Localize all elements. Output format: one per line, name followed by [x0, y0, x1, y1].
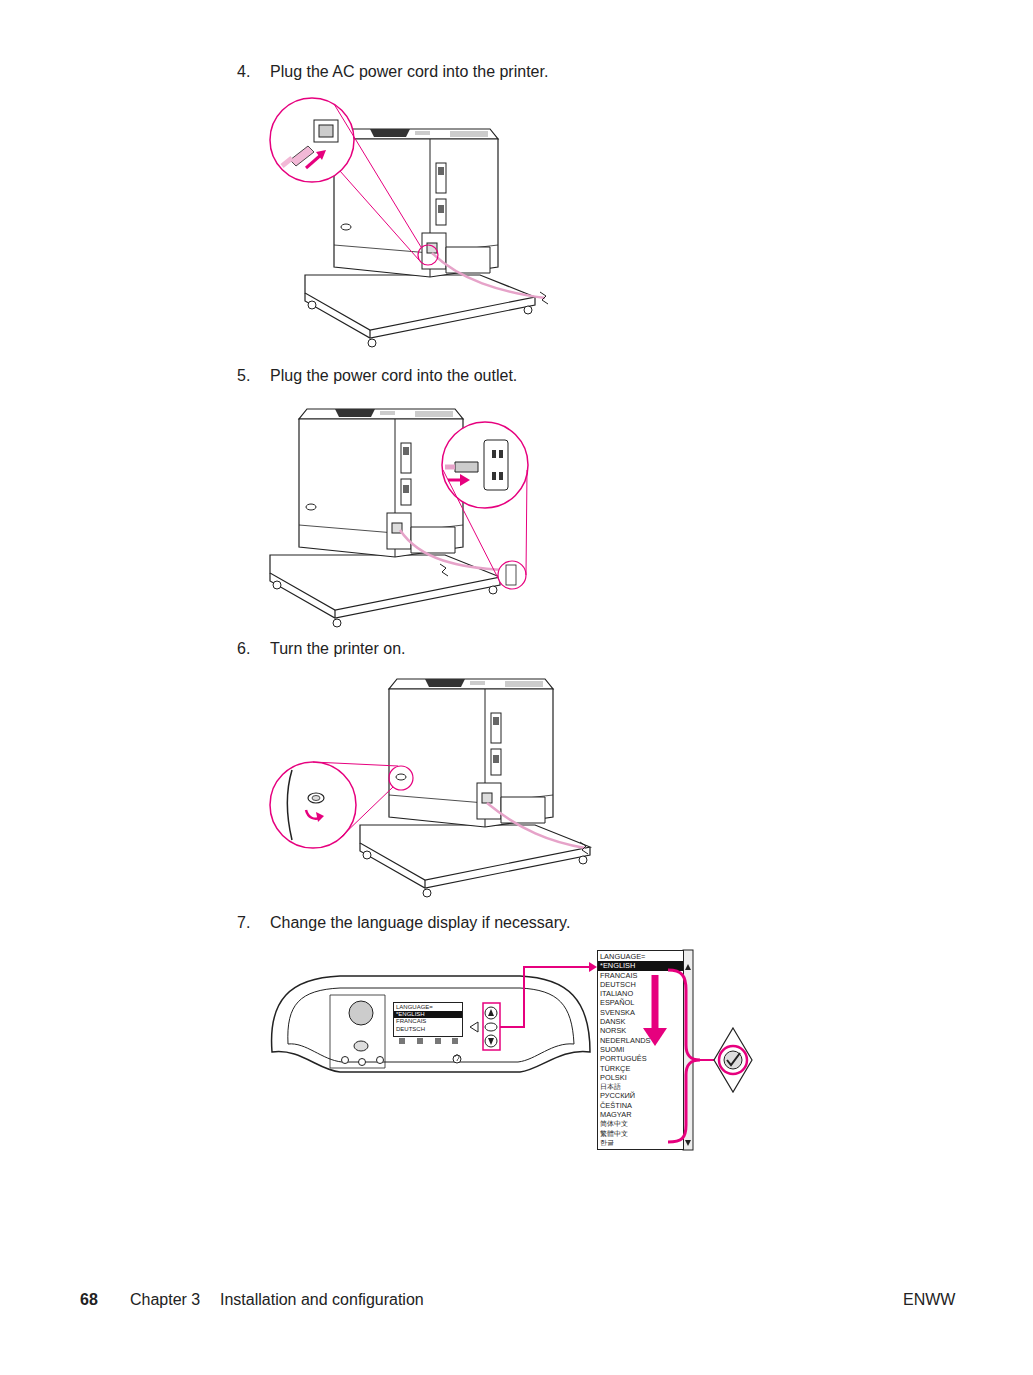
menu-item: DANSK [598, 1017, 683, 1026]
check-mark [727, 1053, 740, 1065]
page-footer: Chapter 3 [130, 1291, 200, 1309]
nav-pad [714, 1028, 752, 1092]
menu-item: ESPAÑOL [598, 998, 683, 1007]
menu-item: NEDERLANDS [598, 1036, 683, 1045]
menu-item: POLSKI [598, 1073, 683, 1082]
menu-item: NORSK [598, 1026, 683, 1035]
step-text: Turn the printer on. [270, 640, 405, 658]
language-list: LANGUAGE=*ENGLISHFRANCAISDEUTSCHITALIANO… [597, 950, 684, 1150]
select-button [719, 1046, 747, 1074]
menu-item: ČEŠTINA [598, 1101, 683, 1110]
menu-item: *ENGLISH [598, 961, 683, 970]
menu-item: PORTUGUÊS [598, 1054, 683, 1063]
menu-item: DEUTSCH [394, 1026, 462, 1033]
menu-heading: LANGUAGE= [394, 1004, 462, 1011]
page-footer: ENWW [903, 1291, 955, 1309]
step-number: 4. [237, 63, 250, 81]
brace-leader [700, 1059, 716, 1061]
menu-item: TÜRKÇE [598, 1064, 683, 1073]
step-number: 5. [237, 367, 250, 385]
menu-item: MAGYAR [598, 1110, 683, 1119]
menu-item: 日本語 [598, 1082, 683, 1091]
menu-item: FRANCAIS [598, 971, 683, 980]
scroll-arrowhead [643, 1028, 667, 1046]
scroll-arrow [652, 975, 659, 1030]
step-text: Plug the power cord into the outlet. [270, 367, 517, 385]
step-number: 7. [237, 914, 250, 932]
menu-item: SUOMI [598, 1045, 683, 1054]
menu-item: 繁體中文 [598, 1129, 683, 1138]
menu-item: DEUTSCH [598, 980, 683, 989]
menu-heading: LANGUAGE= [598, 952, 683, 961]
menu-item: 简体中文 [598, 1119, 683, 1128]
page-number: 68 [80, 1291, 98, 1309]
selection-brace [668, 970, 700, 1142]
menu-item: 한글 [598, 1138, 683, 1147]
menu-item: РУССКИЙ [598, 1091, 683, 1100]
step-text: Plug the AC power cord into the printer. [270, 63, 548, 81]
lcd-display: LANGUAGE=*ENGLISHFRANCAISDEUTSCH [393, 1002, 463, 1037]
menu-item: *ENGLISH [394, 1011, 462, 1018]
menu-item: SVENSKA [598, 1008, 683, 1017]
step-number: 6. [237, 640, 250, 658]
menu-item: ITALIANO [598, 989, 683, 998]
step-text: Change the language display if necessary… [270, 914, 570, 932]
select-button-face [724, 1051, 742, 1069]
menu-item: FRANCAIS [394, 1018, 462, 1025]
page-footer: Installation and configuration [220, 1291, 424, 1309]
